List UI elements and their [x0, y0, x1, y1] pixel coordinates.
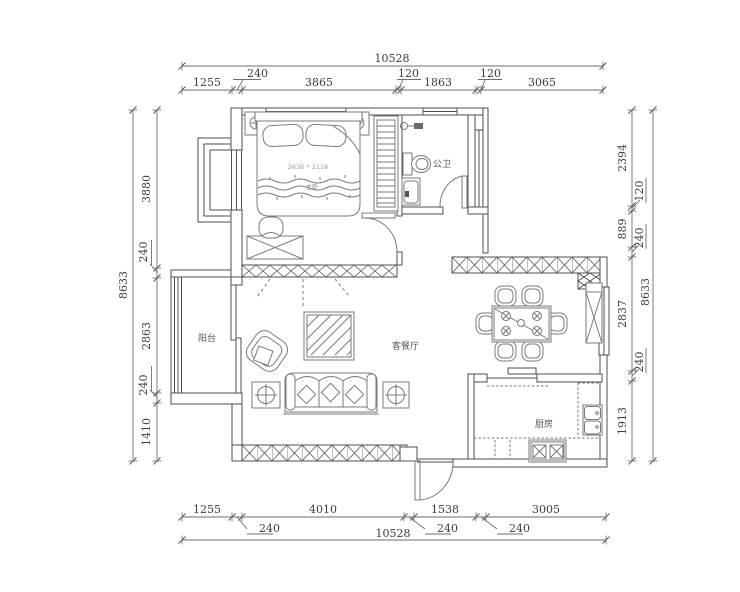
- dimensions-left: 8633 3880 240 2863 240 1410: [117, 106, 162, 465]
- svg-text:889: 889: [616, 219, 629, 240]
- side-table-left: [251, 381, 281, 409]
- dining-furniture: [475, 282, 603, 362]
- doors: [361, 175, 468, 501]
- svg-text:1410: 1410: [140, 418, 153, 446]
- svg-text:3880: 3880: [140, 175, 153, 203]
- shower-icon: [400, 122, 423, 130]
- bathroom-sink: [401, 177, 421, 206]
- stove: [528, 439, 567, 463]
- svg-text:240: 240: [137, 375, 150, 396]
- svg-text:3865: 3865: [305, 76, 333, 89]
- wardrobe: [373, 115, 399, 212]
- svg-text:240: 240: [509, 522, 530, 535]
- svg-text:1538: 1538: [431, 503, 459, 516]
- svg-text:120: 120: [633, 181, 646, 202]
- toilet: [402, 152, 431, 176]
- svg-text:240: 240: [633, 228, 646, 249]
- svg-text:120: 120: [480, 67, 501, 80]
- svg-text:2394: 2394: [616, 144, 629, 172]
- desk-chair: [258, 216, 284, 239]
- living-dining-label: 客餐厅: [392, 340, 419, 352]
- rug: [303, 311, 355, 361]
- dim-left-total: 8633: [117, 271, 130, 299]
- dining-table: [491, 305, 552, 343]
- svg-text:240: 240: [247, 67, 268, 80]
- kitchen-label: 厨房: [535, 418, 553, 430]
- svg-text:3005: 3005: [532, 503, 560, 516]
- balcony-label: 阳台: [198, 332, 216, 344]
- dim-right-total: 8633: [639, 278, 652, 306]
- bedroom-label: 主卧: [306, 183, 318, 191]
- svg-text:240: 240: [633, 352, 646, 373]
- living-room-furniture: 客餐厅 阳台: [198, 278, 419, 415]
- svg-text:2863: 2863: [140, 322, 153, 350]
- svg-text:1255: 1255: [193, 76, 221, 89]
- kitchen-sink: [582, 404, 603, 436]
- dim-bottom-total: 10528: [376, 527, 411, 540]
- bed-size-label: 2636 * 2116: [288, 163, 328, 171]
- svg-text:240: 240: [437, 522, 458, 535]
- svg-text:1913: 1913: [616, 407, 629, 435]
- kitchen-fixtures: 厨房: [474, 382, 603, 463]
- bed: 2636 * 2116 主卧: [254, 111, 363, 217]
- svg-text:240: 240: [259, 522, 280, 535]
- svg-text:1255: 1255: [193, 503, 221, 516]
- bathroom-label: 公卫: [433, 159, 451, 170]
- svg-text:240: 240: [137, 242, 150, 263]
- dimensions-top: 10528 1255 240 3865 120 1863 120 3065: [178, 52, 607, 95]
- dimensions-right: 8633 2394 120 889 240 2837 240 1913: [616, 106, 658, 465]
- bathroom-fixtures: 公卫: [400, 122, 451, 206]
- svg-text:4010: 4010: [309, 503, 337, 516]
- svg-text:120: 120: [398, 67, 419, 80]
- sofa: [283, 372, 379, 415]
- tv-projection-lines: [256, 278, 350, 309]
- dimensions-bottom: 1255 4010 1538 3005 240 240 240 10528: [178, 503, 610, 545]
- dim-top-total: 10528: [375, 52, 410, 65]
- dining-chairs: [475, 285, 568, 362]
- walls: [170, 107, 610, 468]
- svg-text:3065: 3065: [528, 76, 556, 89]
- dining-cabinet: [585, 282, 603, 344]
- armchair-pillow: [253, 345, 274, 366]
- svg-text:1863: 1863: [424, 76, 452, 89]
- bedroom-furniture: 2636 * 2116 主卧: [244, 111, 399, 260]
- svg-text:2837: 2837: [616, 300, 629, 328]
- side-table-right: [382, 381, 410, 409]
